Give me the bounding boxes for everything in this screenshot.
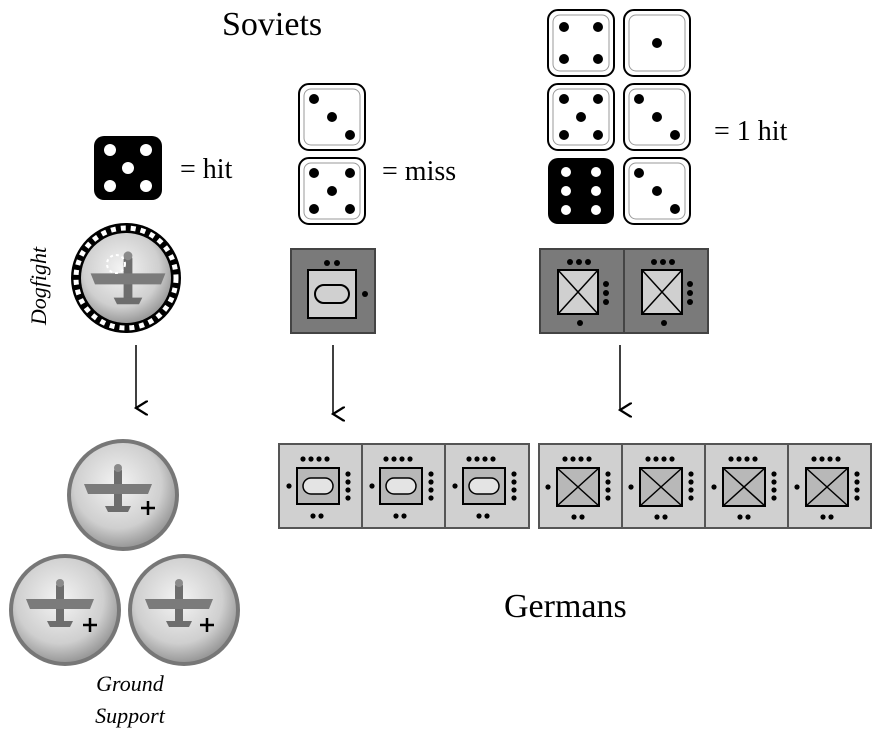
ground-support-token-right xyxy=(128,554,240,666)
white-die-one xyxy=(623,9,691,77)
miss-label: = miss xyxy=(382,156,457,187)
white-die-three xyxy=(298,83,366,151)
german-armor-counters xyxy=(538,443,872,529)
black-die-six xyxy=(548,158,614,224)
german-infantry-counters xyxy=(278,443,530,529)
dogfight-fighter-token xyxy=(71,223,181,333)
soviet-armor-counter-pair xyxy=(539,248,709,334)
white-die-four xyxy=(547,9,615,77)
ground-support-token-left xyxy=(9,554,121,666)
ground-support-line2: Support xyxy=(95,703,165,728)
white-die-five xyxy=(298,157,366,225)
white-die-three-b xyxy=(623,83,691,151)
soviets-label: Soviets xyxy=(222,6,323,43)
white-die-five-b xyxy=(547,83,615,151)
one-hit-label: = 1 hit xyxy=(714,116,788,147)
ground-support-line1: Ground xyxy=(96,671,164,696)
ground-support-token-top xyxy=(67,439,179,551)
white-die-three-c xyxy=(623,157,691,225)
germans-label: Germans xyxy=(504,588,627,625)
black-die-five xyxy=(94,136,162,200)
hit-label: = hit xyxy=(180,154,233,185)
soviet-infantry-counter xyxy=(290,248,376,334)
ground-support-label: Ground Support xyxy=(70,668,190,732)
